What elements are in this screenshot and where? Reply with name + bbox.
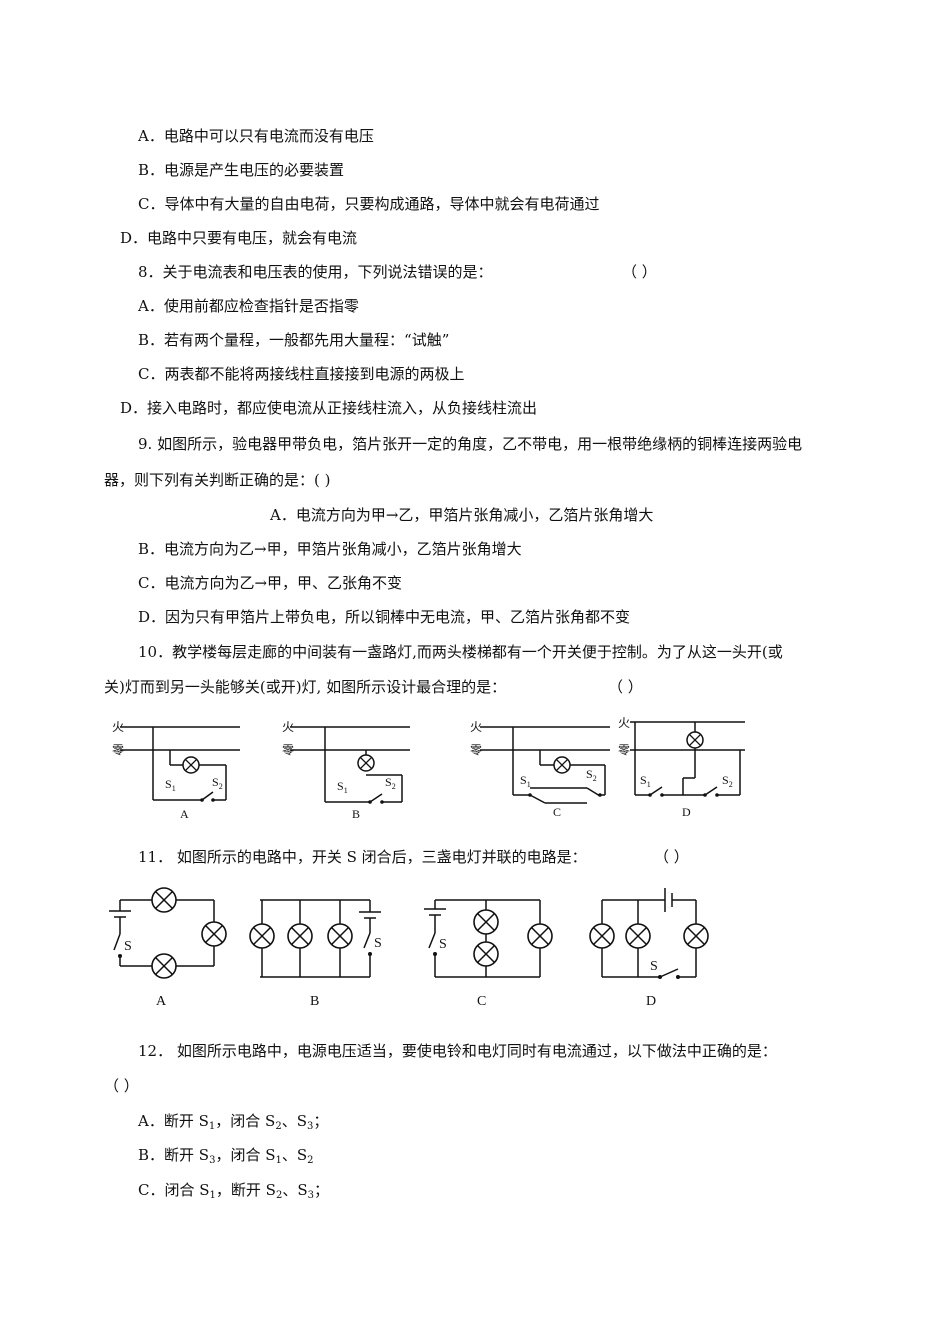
q8-option-a: A．使用前都应检查指针是否指零: [138, 297, 359, 315]
q11-figure-label-a: A: [156, 994, 167, 1009]
q7-option-a: A．电路中可以只有电流而没有电压: [138, 127, 374, 145]
q12-option-c: C．闭合 S1，断开 S2、S3；: [138, 1181, 329, 1201]
lamp-icon: [473, 909, 499, 935]
q7-option-d: D．电路中只要有电压，就会有电流: [120, 229, 358, 247]
fire-wire-label: 火: [282, 720, 294, 734]
neutral-wire-label: 零: [112, 743, 124, 757]
lamp-icon: [327, 923, 353, 949]
q10-stem-line2: 关)灯而到另一头能够关(或开)灯, 如图所示设计最合理的是：: [104, 678, 507, 696]
q11-stem: 11． 如图所示的电路中，开关 S 闭合后，三盏电灯并联的电路是：: [138, 848, 587, 866]
lamp-icon: [287, 923, 313, 949]
q8-stem: 8．关于电流表和电压表的使用，下列说法错误的是：: [138, 263, 493, 281]
lamp-icon: [473, 941, 499, 967]
q11-figure-label-c: C: [477, 994, 486, 1009]
q12-option-a: A．断开 S1，闭合 S2、S3；: [138, 1112, 329, 1132]
q12-stem: 12． 如图所示电路中，电源电压适当，要使电铃和电灯同时有电流通过，以下做法中正…: [138, 1042, 777, 1060]
switch-s2-label: S2: [212, 775, 223, 791]
lamp-icon: [249, 923, 275, 949]
q8-answer-paren: （ ）: [622, 263, 657, 281]
q9-option-d: D．因为只有甲箔片上带负电，所以铜棒中无电流，甲、乙箔片张角都不变: [138, 608, 631, 626]
switch-s1-label: S1: [165, 777, 176, 793]
lamp-icon: [357, 754, 375, 772]
lamp-icon: [151, 953, 177, 979]
q8-option-b: B．若有两个量程，一般都先用大量程：“试触”: [138, 331, 450, 349]
q9-option-a: A．电流方向为甲→乙，甲箔片张角减小，乙箔片张角增大: [270, 506, 654, 524]
lamp-icon: [151, 887, 177, 913]
q9-stem-line2: 器，则下列有关判断正确的是：( ): [104, 471, 331, 489]
fire-wire-label: 火: [470, 720, 482, 734]
switch-s1-label: S1: [520, 773, 531, 789]
fire-wire-label: 火: [618, 716, 630, 730]
switch-s2-label: S2: [586, 767, 597, 783]
lamp-icon: [625, 923, 651, 949]
q10-answer-paren: （ ）: [608, 678, 643, 696]
q10-stem-line1: 10．教学楼每层走廊的中间装有一盏路灯,而两头楼梯都有一个开关便于控制。为了从这…: [138, 643, 783, 661]
switch-label: S: [124, 939, 132, 954]
switch-s1-label: S1: [337, 779, 348, 795]
switch-label: S: [650, 959, 658, 974]
switch-label: S: [439, 937, 447, 952]
neutral-wire-label: 零: [618, 743, 630, 757]
q11-figure-label-d: D: [646, 994, 656, 1009]
q10-figure-label-d: D: [682, 805, 691, 819]
switch-s1-label: S1: [640, 773, 651, 789]
switch-s2-label: S2: [722, 773, 733, 789]
q12-answer-paren: （ ）: [104, 1077, 139, 1095]
q8-option-c: C．两表都不能将两接线柱直接接到电源的两极上: [138, 365, 465, 383]
lamp-icon: [201, 921, 227, 947]
q9-option-c: C．电流方向为乙→甲，甲、乙张角不变: [138, 574, 403, 592]
q11-figure-label-b: B: [310, 994, 319, 1009]
lamp-icon: [553, 756, 571, 774]
q11-answer-paren: （ ）: [654, 848, 689, 866]
q7-option-c: C．导体中有大量的自由电荷，只要构成通路，导体中就会有电荷通过: [138, 195, 600, 213]
switch-label: S: [374, 936, 382, 951]
q11-circuit-figure: S S S S A B C D: [109, 887, 709, 1009]
q10-figure-label-c: C: [553, 805, 561, 819]
q10-circuit-figure: 火 零 火 零 火 零 火 零 S1 S2 S1 S2 S1 S2 S1 S2 …: [112, 716, 745, 821]
q8-option-d: D．接入电路时，都应使电流从正接线柱流入，从负接线柱流出: [120, 399, 538, 417]
lamp-icon: [683, 923, 709, 949]
q9-stem-line1: 9. 如图所示，验电器甲带负电，箔片张开一定的角度，乙不带电，用一根带绝缘柄的铜…: [138, 435, 803, 453]
q10-figure-label-b: B: [352, 807, 360, 821]
lamp-icon: [589, 923, 615, 949]
neutral-wire-label: 零: [282, 743, 294, 757]
lamp-icon: [527, 923, 553, 949]
q7-option-b: B．电源是产生电压的必要装置: [138, 161, 345, 179]
lamp-icon: [686, 731, 704, 749]
q12-option-b: B．断开 S3，闭合 S1、S2: [138, 1146, 314, 1166]
q10-figure-label-a: A: [180, 807, 189, 821]
switch-s2-label: S2: [385, 775, 396, 791]
q9-option-b: B．电流方向为乙→甲，甲箔片张角减小，乙箔片张角增大: [138, 540, 522, 558]
neutral-wire-label: 零: [470, 743, 482, 757]
lamp-icon: [182, 756, 200, 774]
fire-wire-label: 火: [112, 720, 124, 734]
